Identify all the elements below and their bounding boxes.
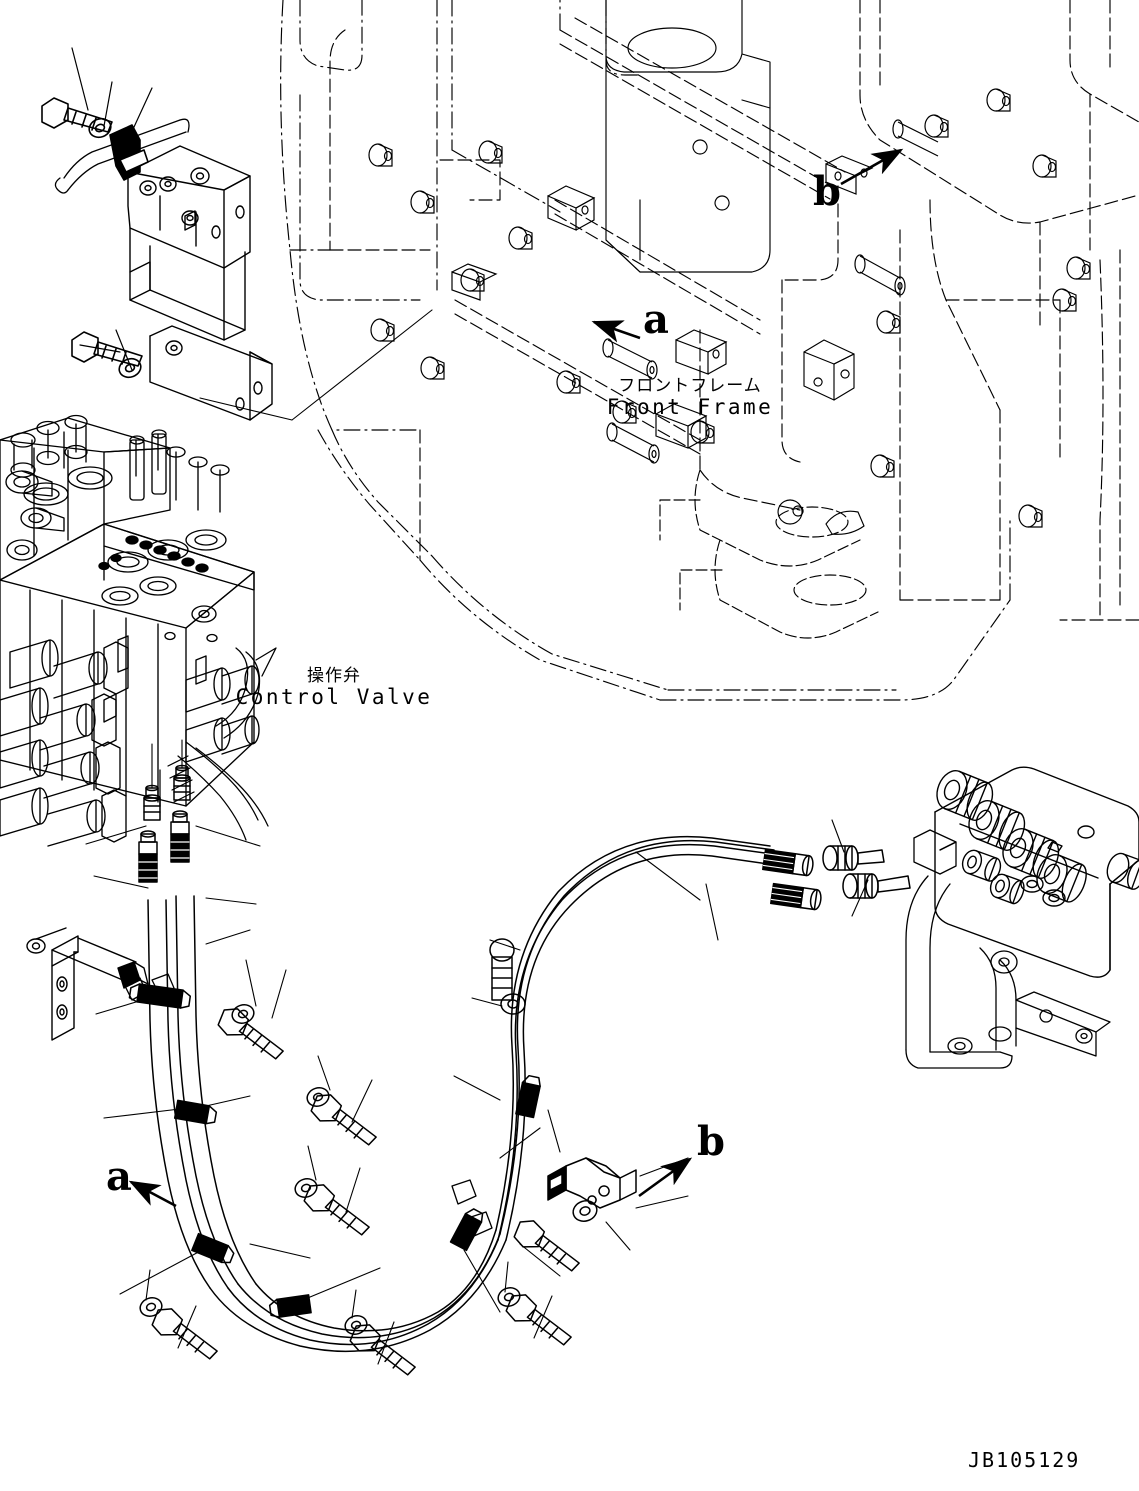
bolt-washer-group [489, 938, 526, 1015]
callout-a-lower: a [106, 1153, 132, 1200]
clamp-block-assembly [547, 1157, 637, 1209]
washer-glyph [88, 117, 112, 139]
hose-clamp [191, 1232, 235, 1264]
bolt-washer-group [139, 1004, 598, 1376]
front-frame-label: フロントフレーム Front Frame [606, 376, 774, 419]
callout-b-upper-arrow [840, 148, 904, 186]
hose-clamp-glyph [109, 124, 149, 181]
bolt-glyph [71, 331, 143, 367]
hose-clamp [515, 1074, 541, 1119]
control-valve-label-jp: 操作弁 [307, 666, 361, 686]
washer-glyph [118, 357, 142, 379]
hose-clamp [173, 1099, 218, 1125]
callout-a-lower-arrow [128, 1180, 177, 1208]
front-frame-label-en: Front Frame [606, 394, 774, 419]
drawing-number: JB105129 [968, 1448, 1081, 1472]
bolt-glyph [41, 97, 113, 133]
hose-clamp [449, 1208, 484, 1252]
callout-b-lower-arrow [638, 1157, 693, 1198]
control-valve-label-en: Control Valve [235, 684, 433, 709]
callout-a-upper: a [643, 296, 669, 343]
callout-b-lower: b [697, 1118, 725, 1165]
control-valve-label: 操作弁 Control Valve [235, 666, 433, 709]
callout-a-upper-arrow [591, 320, 641, 343]
callout-b-upper: b [813, 168, 841, 215]
front-frame-label-jp: フロントフレーム [618, 376, 762, 396]
